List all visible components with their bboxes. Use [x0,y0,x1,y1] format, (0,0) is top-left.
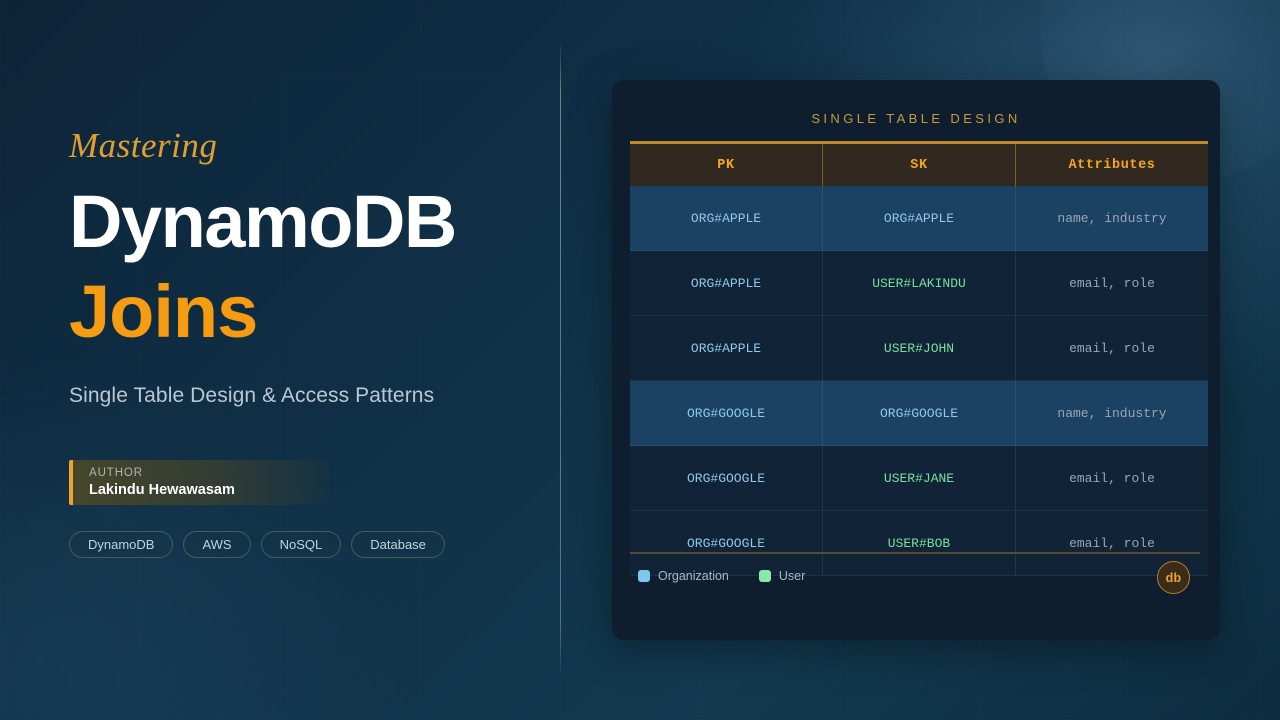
cell-pk: ORG#GOOGLE [630,380,823,446]
hero-title-secondary: Joins [69,270,258,353]
cell-attributes: name, industry [1015,380,1208,446]
cell-sk: USER#JANE [822,445,1016,511]
legend-swatch-organization-icon [638,570,650,582]
table-row[interactable]: ORG#GOOGLE USER#JANE email, role [630,445,1208,511]
vertical-divider [560,45,561,673]
cell-pk: ORG#APPLE [630,186,823,251]
dynamodb-table: PK SK Attributes ORG#APPLE ORG#APPLE nam… [630,141,1208,576]
hero-title-primary: DynamoDB [69,180,457,263]
cell-pk: ORG#APPLE [630,250,823,316]
table-container: PK SK Attributes ORG#APPLE ORG#APPLE nam… [630,141,1208,576]
cell-pk: ORG#GOOGLE [630,510,823,576]
hero-eyebrow: Mastering [69,126,218,165]
tag-list: DynamoDB AWS NoSQL Database [69,531,445,558]
column-header-sk: SK [822,141,1016,186]
table-row[interactable]: ORG#GOOGLE USER#BOB email, role [630,510,1208,576]
legend: Organization User [638,569,805,583]
table-header-row: PK SK Attributes [630,141,1208,186]
author-name: Lakindu Hewawasam [89,482,235,498]
cell-pk: ORG#GOOGLE [630,445,823,511]
table-row[interactable]: ORG#APPLE USER#JOHN email, role [630,315,1208,381]
column-header-attributes: Attributes [1015,141,1208,186]
tag-pill-aws[interactable]: AWS [183,531,251,558]
hero-subtitle: Single Table Design & Access Patterns [69,384,435,407]
table-row[interactable]: ORG#GOOGLE ORG#GOOGLE name, industry [630,380,1208,446]
cell-sk: USER#JOHN [822,315,1016,381]
legend-divider [630,552,1200,554]
table-row[interactable]: ORG#APPLE ORG#APPLE name, industry [630,186,1208,251]
card-title: SINGLE TABLE DESIGN [811,111,1021,126]
tag-pill-nosql[interactable]: NoSQL [260,531,342,558]
tag-pill-dynamodb[interactable]: DynamoDB [69,531,174,558]
cell-sk: ORG#APPLE [822,186,1016,251]
cell-attributes: name, industry [1015,186,1208,251]
cell-attributes: email, role [1015,445,1208,511]
single-table-design-card: SINGLE TABLE DESIGN PK SK Attributes ORG… [612,80,1220,640]
table-body: ORG#APPLE ORG#APPLE name, industry ORG#A… [630,186,1208,576]
cell-sk: ORG#GOOGLE [822,380,1016,446]
db-badge-icon: db [1157,561,1190,594]
legend-label-organization: Organization [658,569,729,583]
cell-sk: USER#BOB [822,510,1016,576]
table-head: PK SK Attributes [630,141,1208,186]
hero-column: Mastering DynamoDB Joins Single Table De… [69,0,539,720]
legend-item-organization: Organization [638,569,729,583]
cell-sk: USER#LAKINDU [822,250,1016,316]
cell-pk: ORG#APPLE [630,315,823,381]
cell-attributes: email, role [1015,315,1208,381]
table-row[interactable]: ORG#APPLE USER#LAKINDU email, role [630,250,1208,316]
author-card: AUTHOR Lakindu Hewawasam [69,460,330,505]
tag-pill-database[interactable]: Database [351,531,445,558]
author-label: AUTHOR [89,467,143,479]
cell-attributes: email, role [1015,250,1208,316]
legend-item-user: User [758,569,806,583]
column-header-pk: PK [630,141,823,186]
legend-swatch-user-icon [758,570,771,582]
legend-label-user: User [778,569,806,583]
